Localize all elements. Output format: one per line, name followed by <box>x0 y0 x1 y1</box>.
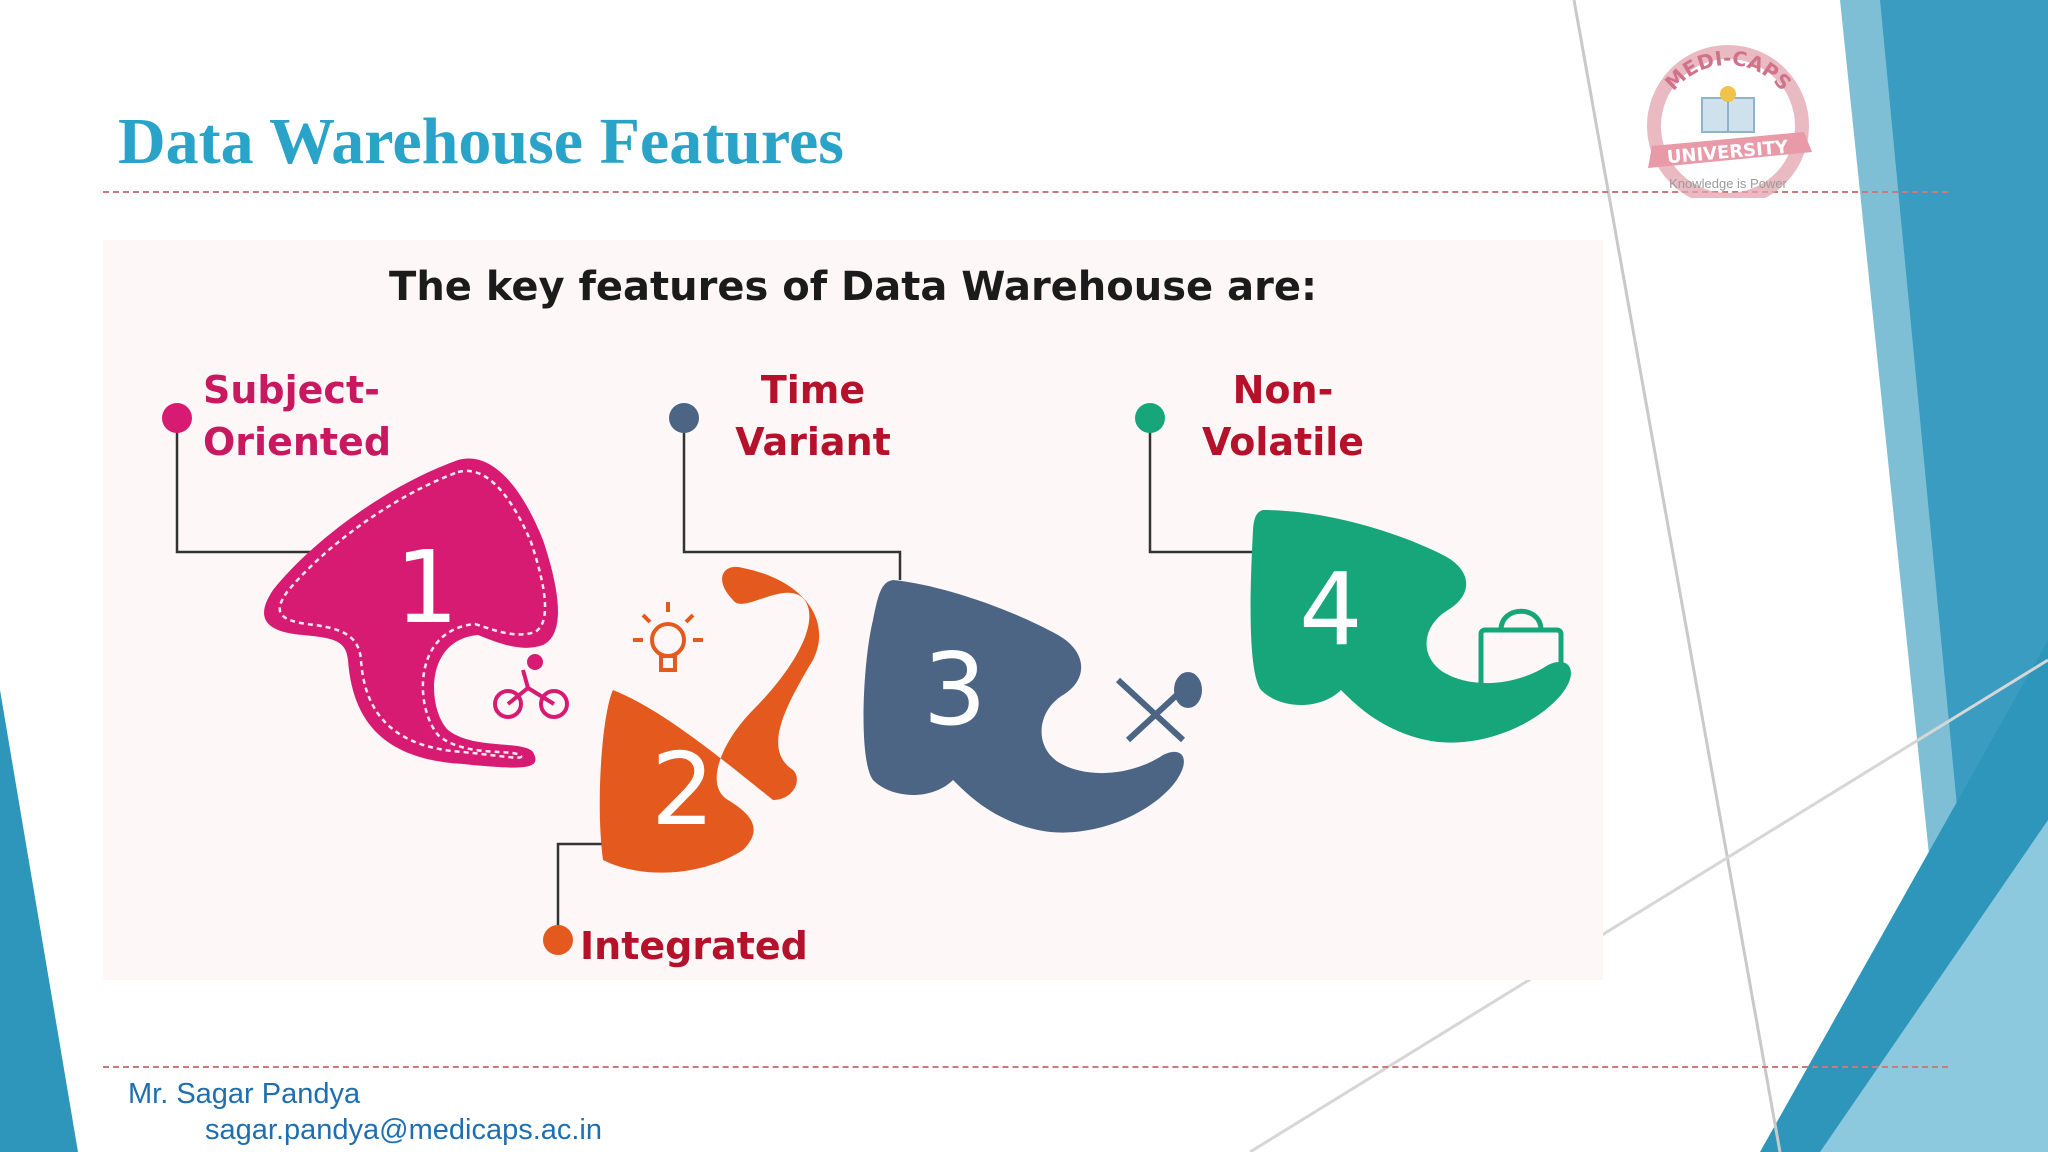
utensils-icon <box>1115 672 1202 743</box>
feature-1-line1: Subject- <box>203 368 380 412</box>
lightbulb-icon <box>633 602 703 672</box>
feature-label-2: Integrated <box>580 920 840 972</box>
dot-2 <box>543 925 573 955</box>
feature-number-4: 4 <box>1299 551 1363 668</box>
feature-label-3: Time Variant <box>703 364 923 468</box>
connector-4 <box>1148 418 1263 554</box>
arrow-shape-1 <box>264 458 558 768</box>
logo-ribbon-text: UNIVERSITY <box>1666 137 1790 169</box>
feature-2-line1: Integrated <box>580 924 808 968</box>
feature-4-line2: Volatile <box>1201 420 1365 464</box>
feature-3-line2: Variant <box>735 420 891 464</box>
feature-number-1: 1 <box>395 529 459 646</box>
infographic-heading: The key features of Data Warehouse are: <box>389 264 1317 310</box>
bottom-right-light-wedge <box>1820 820 2048 1152</box>
dot-3 <box>669 403 699 433</box>
presenter-name: Mr. Sagar Pandya <box>128 1078 361 1110</box>
feature-number-3: 3 <box>923 631 987 748</box>
feature-4-line1: Non- <box>1232 368 1334 412</box>
diagonal-line-2 <box>1249 658 2048 1152</box>
arrow-shape-4 <box>1250 510 1571 743</box>
bottom-dashed-divider <box>103 1066 1948 1068</box>
presenter-email: sagar.pandya@medicaps.ac.in <box>205 1114 603 1146</box>
top-dashed-divider <box>103 191 1948 193</box>
slide-title: Data Warehouse Features <box>118 105 844 178</box>
dot-1 <box>162 403 192 433</box>
arrow-shape-2 <box>599 566 820 873</box>
connector-3 <box>682 418 902 580</box>
bicycle-icon <box>493 654 569 719</box>
feature-number-2: 2 <box>651 731 715 848</box>
feature-1-line2: Oriented <box>203 420 392 464</box>
logo-tagline: Knowledge is Power <box>1669 176 1787 191</box>
arrow-shape-3 <box>863 580 1184 833</box>
university-logo: MEDI-CAPS UNIVERSITY Knowledge is Power <box>1647 45 1812 198</box>
infographic-graphics <box>162 403 1571 955</box>
dot-4 <box>1135 403 1165 433</box>
feature-label-1: Subject- Oriented <box>203 364 443 468</box>
features-infographic: The key features of Data Warehouse are: … <box>103 240 1603 980</box>
connector-1 <box>175 418 343 554</box>
feature-label-4: Non- Volatile <box>1173 364 1393 468</box>
bottom-left-wedge <box>0 690 78 1152</box>
feature-3-line1: Time <box>760 368 866 412</box>
shopping-bag-icon <box>1478 608 1564 693</box>
